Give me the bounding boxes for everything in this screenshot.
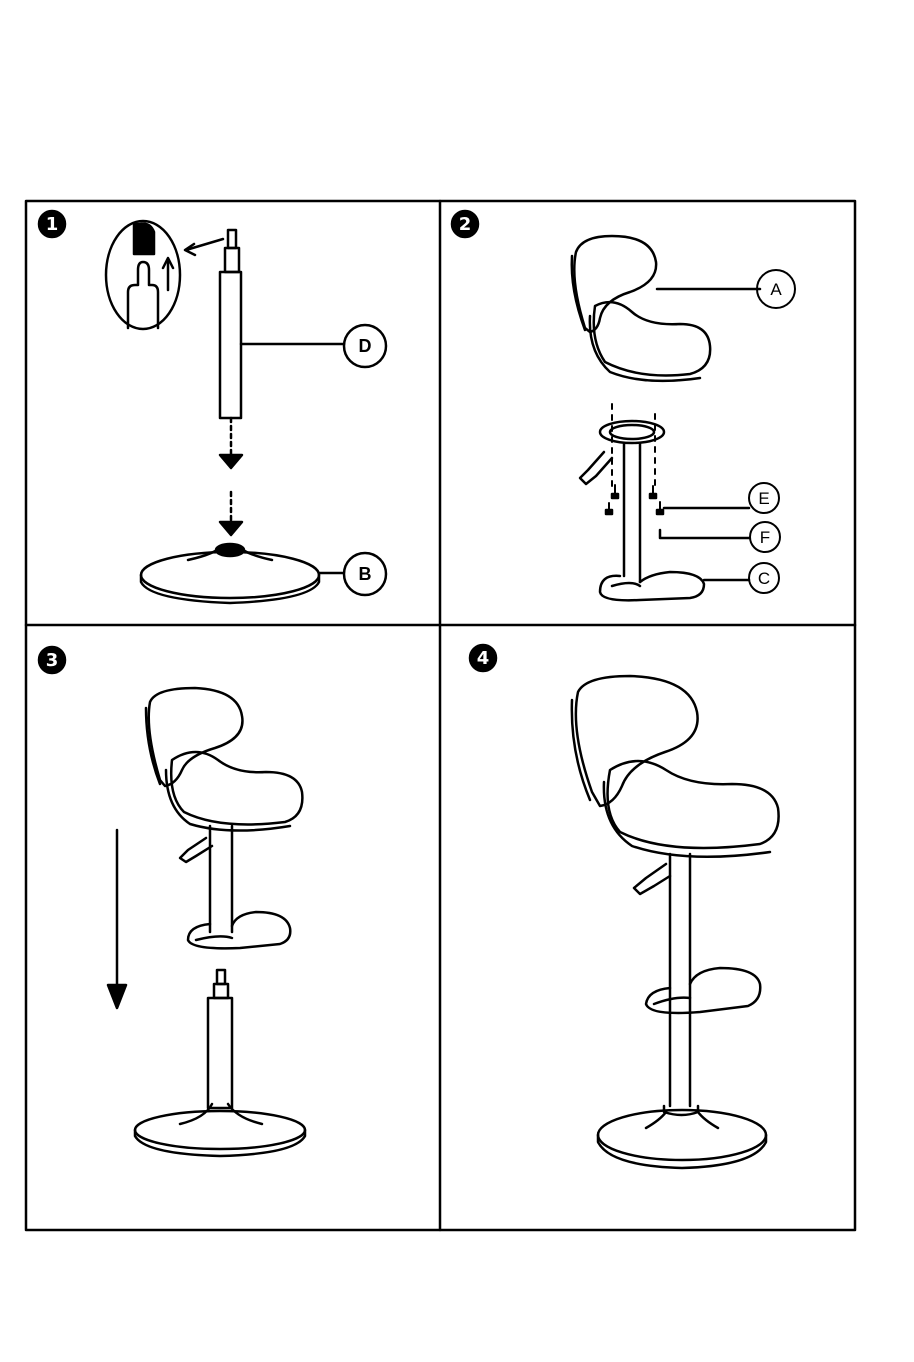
svg-text:2: 2	[459, 214, 472, 235]
step4-illustration	[572, 676, 779, 1168]
step-badge-2: 2	[452, 211, 478, 237]
svg-text:1: 1	[46, 214, 59, 235]
round-base	[141, 544, 319, 603]
svg-text:4: 4	[477, 648, 490, 669]
step-badge-3: 3	[39, 647, 65, 673]
step-badge-4: 4	[470, 645, 496, 671]
column-frame	[580, 421, 704, 600]
gas-lift-tube	[220, 230, 242, 535]
screw-set	[606, 485, 663, 514]
label-c: C	[758, 569, 770, 588]
step-badge-1: 1	[39, 211, 65, 237]
label-d: D	[359, 336, 372, 356]
label-b: B	[359, 564, 372, 584]
label-e: E	[758, 489, 769, 508]
seat-assembly	[572, 236, 710, 381]
panel-grid	[26, 201, 855, 1230]
step1-illustration: D B	[106, 221, 386, 603]
label-a: A	[770, 280, 782, 299]
svg-text:3: 3	[46, 650, 59, 671]
label-f: F	[760, 528, 770, 547]
step2-illustration: A E F C	[572, 236, 795, 600]
cap-detail-bubble	[106, 221, 223, 329]
step3-illustration	[108, 688, 305, 1156]
